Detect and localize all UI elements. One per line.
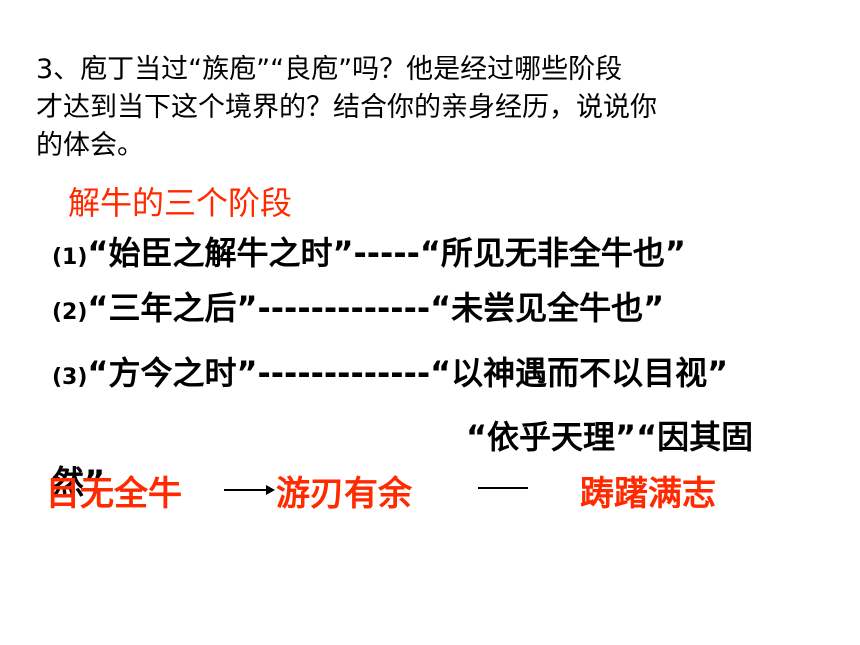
stage-text: “始臣之解牛之时”-----“所见无非全牛也” (87, 234, 686, 272)
summary-item-2: 游刃有余 (276, 474, 412, 514)
subtitle: 解牛的三个阶段 (68, 184, 293, 222)
question-line-2: 才达到当下这个境界的？结合你的亲身经历，说说你 (36, 92, 657, 123)
extra-quote-line-2: 然” (52, 463, 106, 501)
stage-row-1: (1)“始臣之解牛之时”-----“所见无非全牛也” (52, 228, 686, 274)
question-line-3: 的体会。 (36, 130, 144, 161)
stage-number: (2) (52, 300, 88, 325)
stage-text: “三年之后”-------------“未尝见全牛也” (87, 289, 665, 327)
stage-number: (3) (52, 365, 88, 390)
arrow-line-2 (478, 487, 528, 489)
question-line-1: 3、庖丁当过“族庖”“良庖”吗？他是经过哪些阶段 (36, 54, 623, 85)
stage-row-2: (2)“三年之后”-------------“未尝见全牛也” (52, 283, 664, 329)
extra-quote-line-1: “依乎天理”“因其固 (466, 418, 754, 456)
summary-item-3: 踌躇满志 (580, 474, 716, 514)
stage-number: (1) (52, 245, 88, 270)
arrow-head-1 (266, 485, 275, 495)
stage-text: “方今之时”-------------“以神遇而不以目视” (87, 354, 729, 392)
arrow-line-1 (224, 489, 270, 491)
stage-row-3: (3)“方今之时”-------------“以神遇而不以目视” (52, 348, 728, 394)
summary-item-1: 目无全牛 (46, 474, 182, 514)
